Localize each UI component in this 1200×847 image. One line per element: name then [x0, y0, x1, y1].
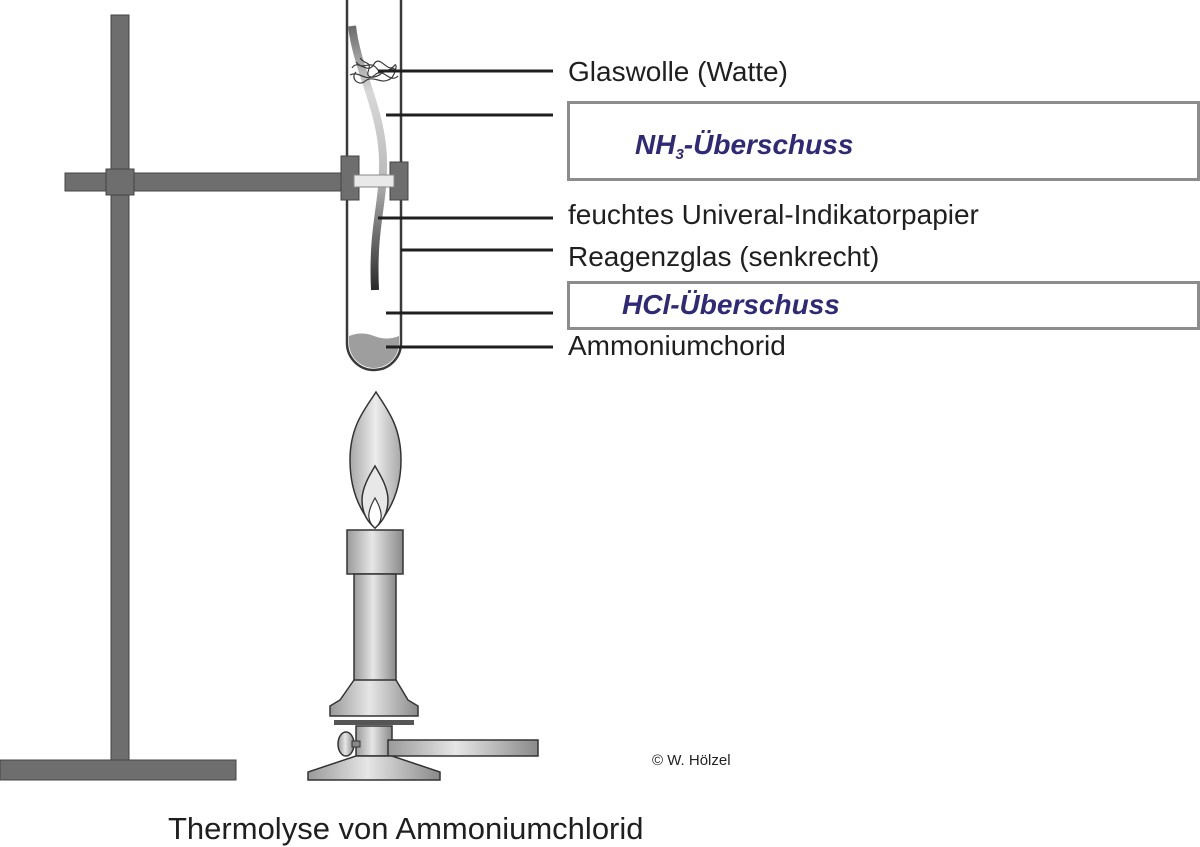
label-nh3-excess: NH3-Überschuss: [635, 129, 854, 163]
label-hcl-excess: HCl-Überschuss: [622, 289, 840, 320]
flame-core: [368, 496, 382, 529]
label-indicator-paper: feuchtes Univeral-Indikatorpapier: [568, 199, 979, 230]
burner-collar: [346, 529, 404, 575]
label-test-tube: Reagenzglas (senkrecht): [568, 241, 880, 272]
nh3-subscript: 3: [675, 146, 684, 163]
bunsen-burner: [307, 529, 539, 781]
leader-lines: [378, 69, 553, 349]
nh3-prefix: NH: [635, 129, 676, 160]
figure-caption: Thermolyse von Ammoniumchlorid: [168, 811, 644, 846]
nh3-suffix: -Überschuss: [683, 129, 854, 160]
burner-foot: [307, 755, 441, 781]
test-tube-glass: [345, 0, 403, 372]
ammonium-chloride-sample: [349, 333, 399, 368]
clamp-boss: [105, 168, 135, 196]
gas-inlet: [387, 739, 539, 757]
burner-air-regulator: [329, 679, 419, 717]
stand-base: [0, 759, 237, 781]
burner-stem: [355, 725, 393, 757]
tube-clamp: [340, 155, 409, 201]
copyright-notice: © W. Hölzel: [652, 752, 731, 769]
hcl-excess-box: [567, 281, 1200, 330]
flame: [349, 390, 402, 530]
stand-rod: [110, 14, 130, 764]
label-ammonium-chloride: Ammoniumchorid: [568, 330, 786, 361]
nh3-excess-box: [567, 101, 1200, 181]
test-tube: [340, 0, 409, 372]
label-glass-wool: Glaswolle (Watte): [568, 56, 788, 87]
retort-stand: [0, 14, 356, 781]
